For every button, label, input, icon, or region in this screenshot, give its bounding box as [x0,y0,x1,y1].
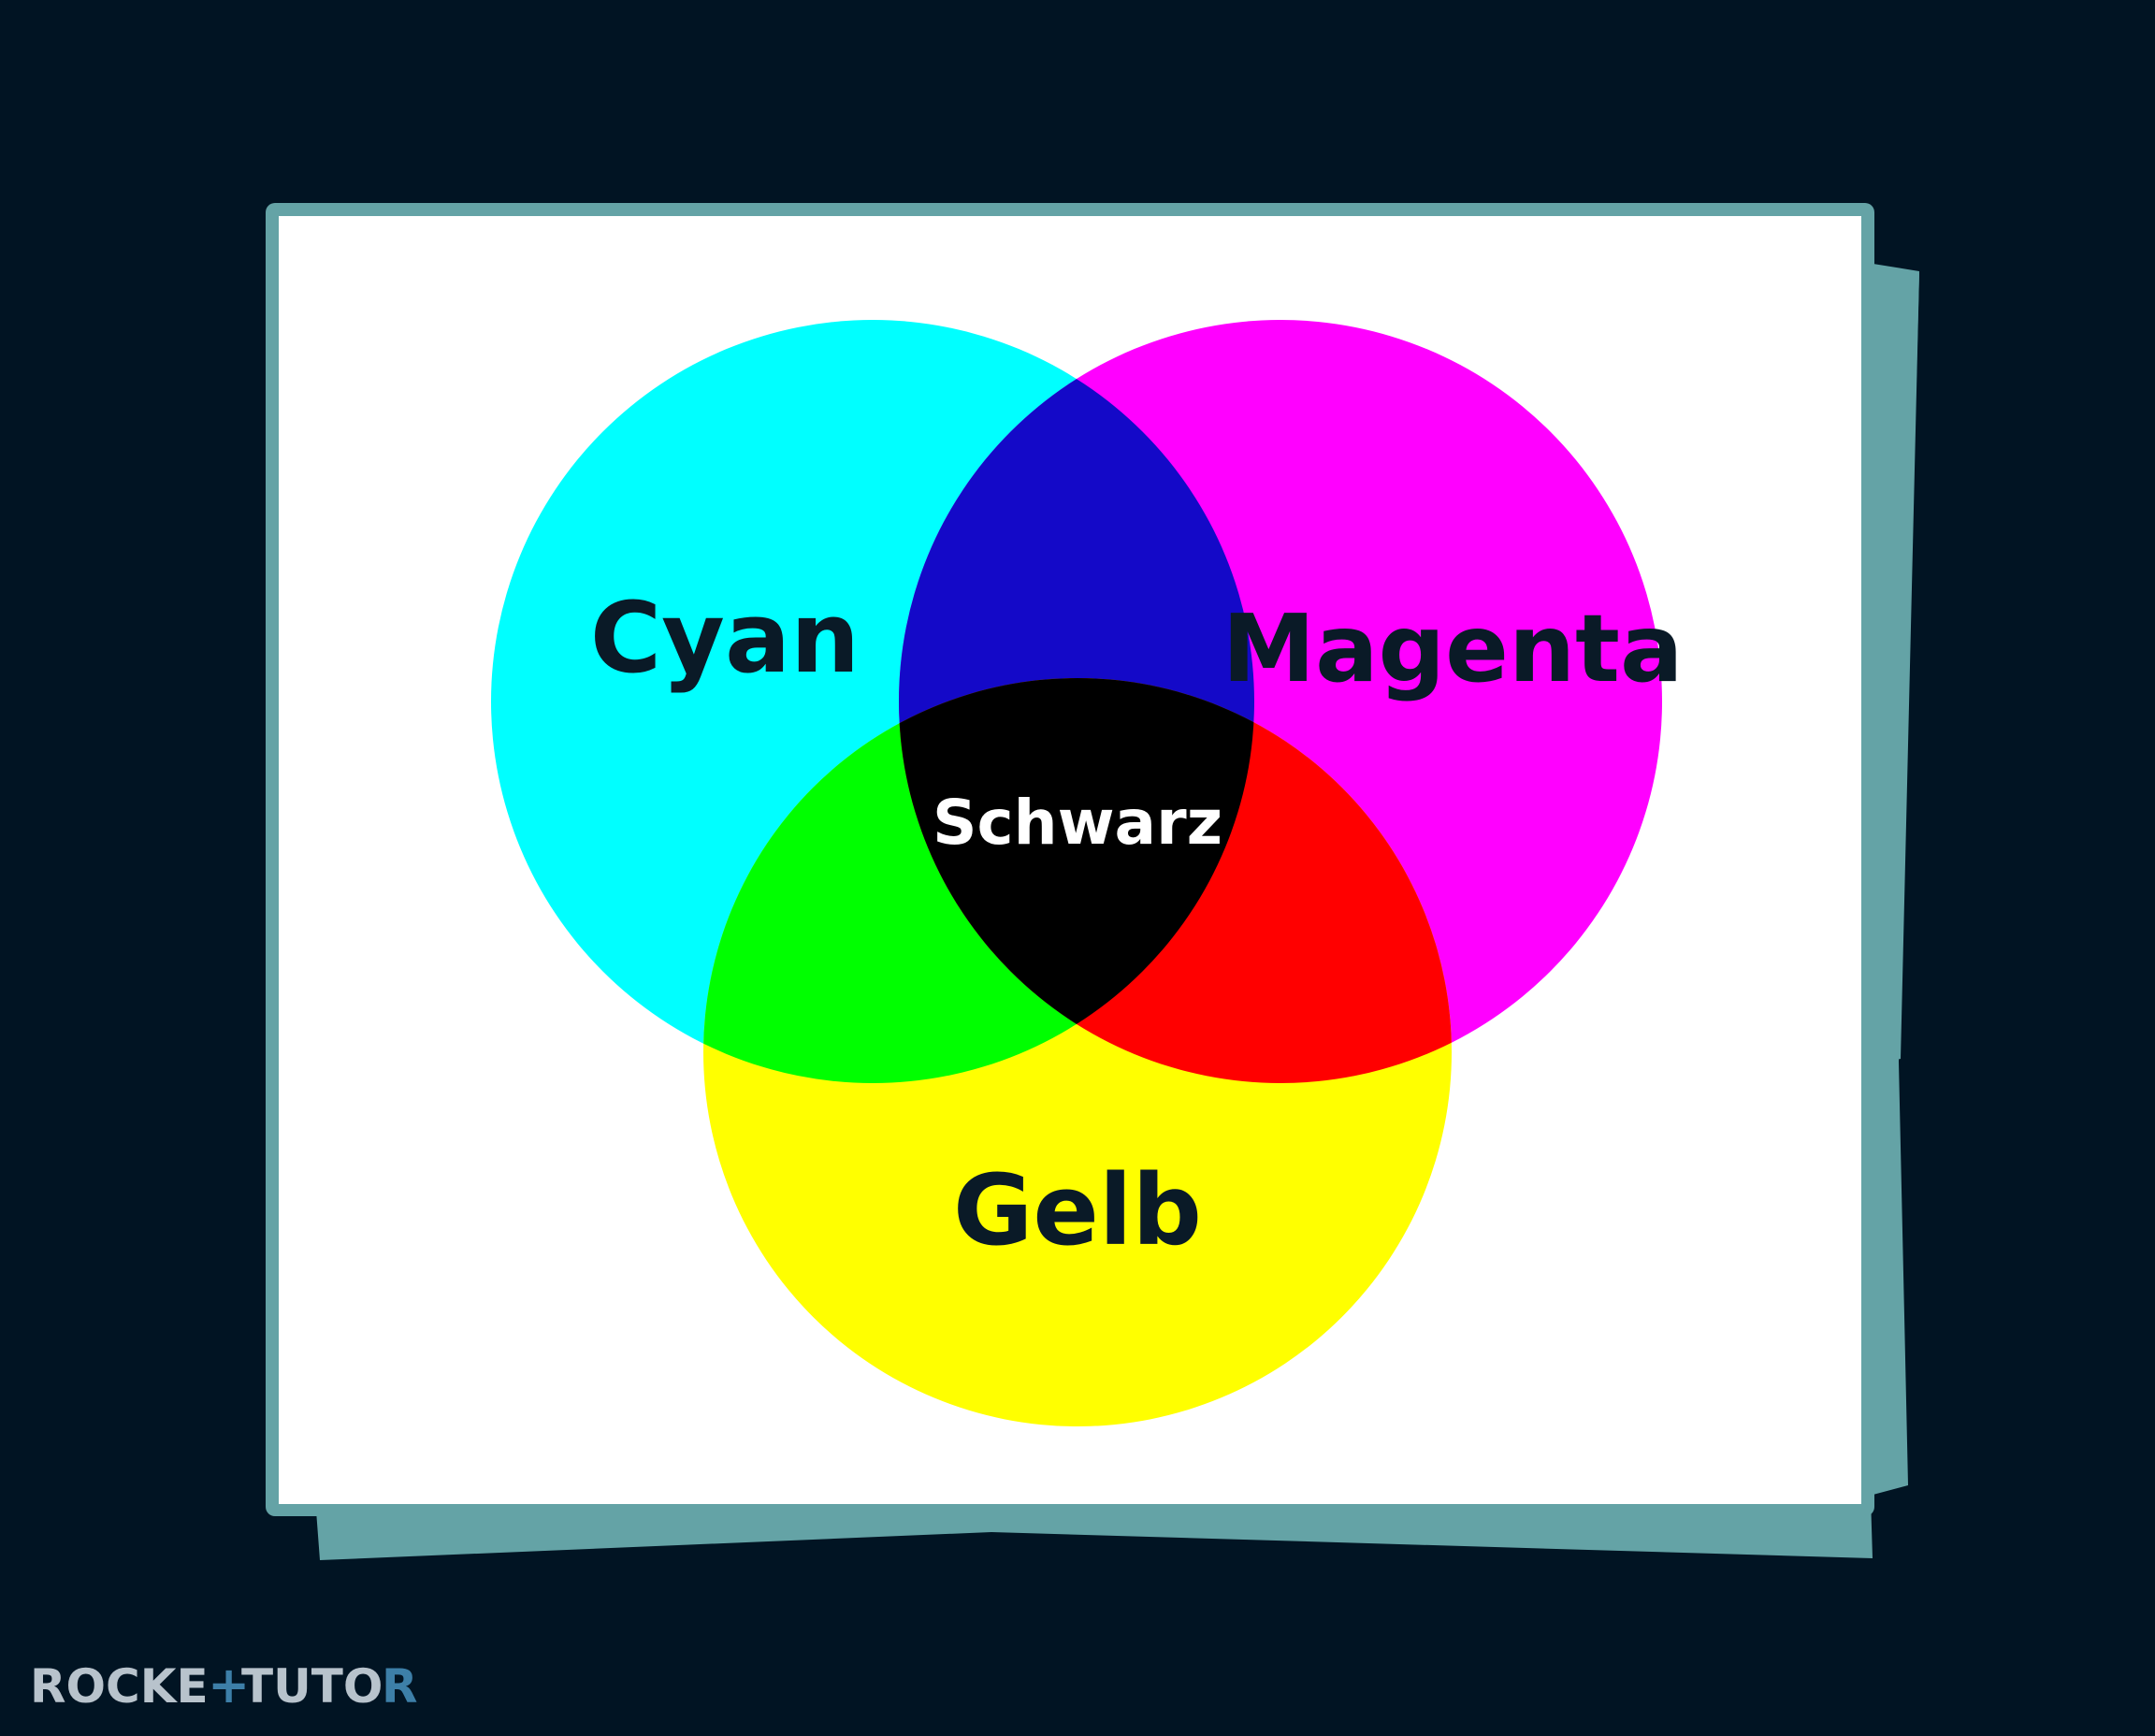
brand-text-left: ROCKE [30,1659,209,1714]
yellow-label: Gelb [953,1153,1202,1267]
cyan-label: Cyan [590,581,860,695]
center-label: Schwarz [933,787,1222,859]
back-sheet-right [1861,262,1919,1497]
brand-plus-icon: + [208,1656,250,1714]
magenta-label: Magenta [1222,594,1684,703]
brand-logo: ROCKE + TUTO R [30,1656,418,1714]
brand-text-end: R [382,1659,418,1714]
brand-text-right: TUTO [241,1659,383,1714]
